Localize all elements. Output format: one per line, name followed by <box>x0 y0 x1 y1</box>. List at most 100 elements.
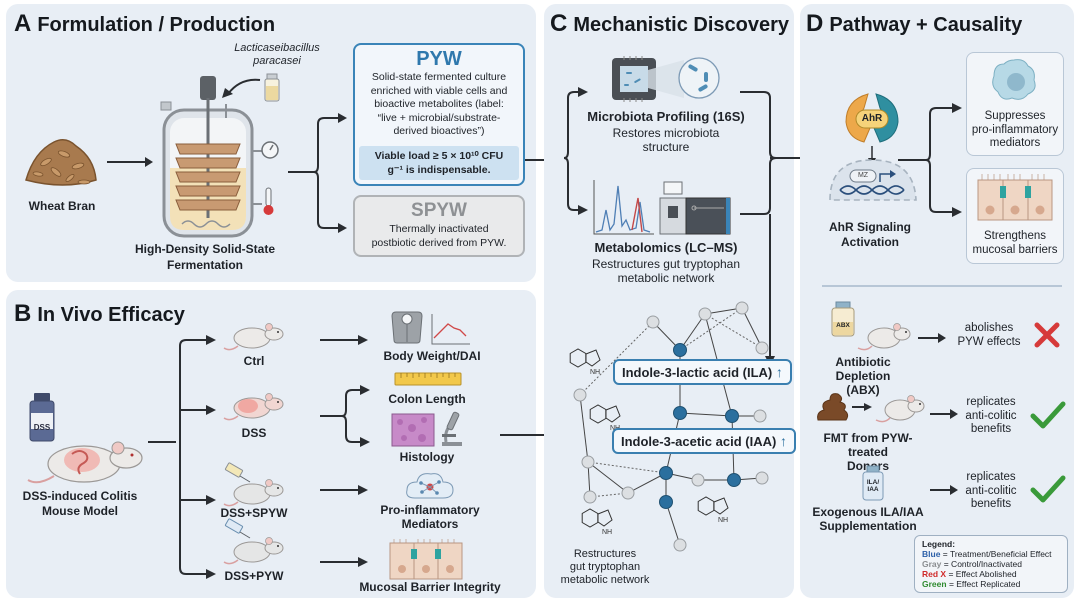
pyrrole-ring-icon <box>713 497 729 515</box>
microbiota-desc-line: Restores microbiota <box>612 126 720 140</box>
ila-pill: Indole-3-lactic acid (ILA) ↑ <box>613 359 792 385</box>
green-check-icon <box>1030 475 1066 503</box>
nh-label: NH <box>602 529 612 536</box>
network-caption-line: metabolic network <box>560 574 650 586</box>
scale-icon <box>391 311 423 344</box>
outcome-histology: Histology <box>399 450 455 464</box>
metabolomics-desc-line: metabolic network <box>617 271 715 285</box>
dss-pyw-mouse-icon <box>223 537 284 565</box>
fmt-result-line: replicates <box>966 396 1016 408</box>
network-node-gray <box>621 486 635 500</box>
effect-barrier-text: Strengthens mucosal barriers <box>966 230 1064 257</box>
network-node-blue <box>673 343 687 357</box>
colitis-model-label: DSS-induced Colitis Mouse Model <box>10 489 150 519</box>
network-edge <box>741 307 763 349</box>
mucosal-barrier-icon <box>389 539 463 580</box>
network-caption-line: Restructures <box>573 548 637 560</box>
legend-key-gray: Gray <box>922 559 942 569</box>
microbiota-desc-line: structure <box>642 140 690 154</box>
effect-mediators-line: pro-inflammatory <box>971 123 1059 136</box>
metabolomics-desc: Restructures gut tryptophan metabolic ne… <box>566 257 766 285</box>
outcome-mediators: Pro-inflammatory Mediators <box>365 503 495 531</box>
network-node-blue <box>673 406 687 420</box>
arrow-abx <box>918 333 946 343</box>
dss-vial-label: DSS <box>33 423 51 432</box>
mediators-cloud-icon <box>406 473 454 499</box>
sequencing-chip-icon <box>612 56 720 102</box>
network-node-blue <box>727 473 741 487</box>
network-node-gray <box>673 538 687 552</box>
legend-item: Gray = Control/Inactivated <box>922 559 1060 569</box>
network-edge-dashed <box>579 321 654 396</box>
network-node-gray <box>755 341 769 355</box>
ila-up-arrow-icon: ↑ <box>775 364 783 380</box>
ila-iaa-vial-icon <box>862 465 884 501</box>
green-check-icon <box>1030 401 1066 429</box>
panel-c-title-text: Mechanistic Discovery <box>573 14 789 36</box>
microscope-icon <box>442 411 462 446</box>
fmt-result: replicates anti-colitic benefits <box>956 396 1026 437</box>
network-edge-dashed <box>704 313 763 349</box>
metabolic-network: NHNHNHNH <box>569 301 769 552</box>
abx-mouse-icon <box>857 323 911 351</box>
panel-a-title-text: Formulation / Production <box>37 14 276 36</box>
ahr-caption: AhR Signaling Activation <box>810 220 930 250</box>
divider-d <box>822 285 1062 287</box>
abx-label: Antibiotic Depletion (ABX) <box>808 355 918 397</box>
fmt-result-line: anti-colitic <box>965 409 1017 422</box>
panel-d-letter: D <box>806 10 824 37</box>
legend-item: Red X = Effect Abolished <box>922 569 1060 579</box>
bacteria-vial-icon <box>264 73 280 102</box>
histology-slide-icon <box>391 413 435 447</box>
mediators-line-2: Mediators <box>401 517 459 531</box>
network-edge-dashed <box>587 461 667 474</box>
colitis-mouse-icon <box>27 441 143 484</box>
ila-iaa-vial-label: ILA/ IAA <box>862 479 884 493</box>
abx-result-line: PYW effects <box>957 335 1021 348</box>
epithelium-icon <box>977 174 1053 221</box>
iaa-up-arrow-icon: ↑ <box>779 433 787 449</box>
legend-text: = Effect Replicated <box>946 579 1021 589</box>
colitis-model-line-1: DSS-induced Colitis <box>22 489 138 503</box>
network-node-gray <box>583 490 597 504</box>
abx-result: abolishes PYW effects <box>954 322 1024 349</box>
legend-title: Legend: <box>922 539 956 549</box>
spyw-syringe-icon <box>224 462 251 483</box>
fork-arrows-a <box>288 113 347 233</box>
wheat-bran-label: Wheat Bran <box>28 199 96 213</box>
panel-a-letter: A <box>14 10 32 37</box>
arrow-fmt-transfer <box>852 403 872 411</box>
spyw-description: Thermally inactivated postbiotic derived… <box>353 223 525 250</box>
pyw-title: PYW <box>416 48 462 70</box>
ila-iaa-label-line-1: Exogenous ILA/IAA <box>812 505 924 519</box>
network-node-blue <box>659 466 673 480</box>
fmt-mouse-icon <box>875 395 925 423</box>
ahr-caption-line-2: Activation <box>840 235 899 249</box>
fermentation-line-1: High-Density Solid-State <box>134 242 275 256</box>
effect-barrier-line: Strengthens <box>983 230 1046 242</box>
outcome-barrier: Mucosal Barrier Integrity <box>359 580 501 594</box>
spyw-desc-line: Thermally inactivated <box>389 223 489 235</box>
network-edge <box>587 461 629 494</box>
network-edge <box>665 501 681 546</box>
iaa-pill: Indole-3-acetic acid (IAA) ↑ <box>612 428 796 454</box>
ahr-caption-line-1: AhR Signaling <box>829 220 911 234</box>
viable-load-note: Viable load ≥ 5 × 10¹⁰ CFU g⁻¹ is indisp… <box>356 149 522 177</box>
dss-mouse-icon <box>223 393 284 421</box>
fmt-result-line: benefits <box>970 423 1012 435</box>
panel-c-letter: C <box>550 10 568 37</box>
pyw-desc-line: Solid-state fermented culture <box>371 71 507 83</box>
strain-name: Lacticaseibacillus paracasei <box>222 42 332 68</box>
legend-key-red: Red X <box>922 569 947 579</box>
arrow-ila-iaa <box>930 485 958 495</box>
pyrrole-ring-icon <box>585 349 601 367</box>
vial-line-1: ILA/ <box>866 479 880 486</box>
network-node-blue <box>659 495 673 509</box>
pyw-desc-line: derived bioactives”) <box>393 125 485 137</box>
fermentation-label: High-Density Solid-State Fermentation <box>120 241 290 273</box>
network-node-gray <box>698 307 712 321</box>
nh-label: NH <box>718 517 728 524</box>
fork-arrows-d <box>898 103 962 217</box>
